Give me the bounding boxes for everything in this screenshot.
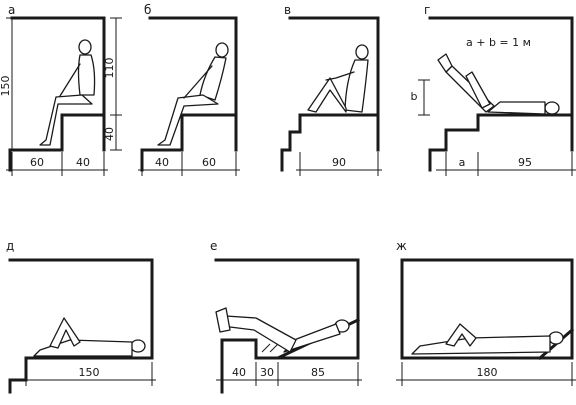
panel-v: в 90 (280, 3, 382, 176)
panel-a-dim-right: 110 40 (103, 17, 122, 151)
panel-zh-letter: ж (396, 239, 407, 253)
panel-g-dim-bottom: a 95 (436, 152, 576, 176)
svg-text:150: 150 (79, 366, 100, 379)
panel-d-lying-person (33, 317, 146, 357)
panel-v-wall (288, 16, 380, 152)
svg-text:40: 40 (103, 127, 116, 141)
panel-e-wall (214, 258, 360, 360)
panel-a: а 150 110 40 (0, 3, 122, 176)
svg-text:60: 60 (30, 156, 44, 169)
svg-text:110: 110 (103, 58, 116, 79)
panel-a-seated-person (39, 39, 96, 146)
panel-e-letter: е (210, 239, 217, 253)
panel-e-lying-inclined-person (215, 307, 350, 353)
panel-a-upper-shelf (18, 113, 106, 152)
panel-d-wall (8, 258, 154, 360)
svg-text:60: 60 (202, 156, 216, 169)
panel-e: е 40 30 85 (210, 239, 362, 394)
panel-g-letter: г (424, 3, 430, 17)
panel-g-formula: a + b = 1 м (466, 36, 531, 49)
panel-g-shelves (428, 113, 574, 172)
svg-text:40: 40 (232, 366, 246, 379)
svg-text:30: 30 (260, 366, 274, 379)
svg-text:b: b (411, 90, 418, 103)
panel-a-wall (10, 16, 106, 152)
panel-v-letter: в (284, 3, 291, 17)
panel-a-letter: а (8, 3, 15, 17)
svg-text:40: 40 (155, 156, 169, 169)
svg-text:180: 180 (477, 366, 498, 379)
panel-v-shelves (280, 113, 380, 172)
panel-g-lying-legs-raised-person (437, 53, 560, 115)
panel-e-shelves (220, 338, 280, 394)
panel-zh-shelf (400, 258, 574, 360)
panel-b-wall (148, 16, 238, 152)
svg-text:95: 95 (518, 156, 532, 169)
panel-v-dim-bottom: 90 (296, 152, 382, 176)
panel-b-reclining-person (157, 42, 229, 146)
panel-v-sitting-knees-up-person (307, 44, 369, 113)
panel-a-dim-bottom: 60 40 (6, 152, 108, 176)
panel-e-hatching (261, 343, 279, 353)
panel-g-wall (428, 16, 574, 152)
panel-zh-wall (400, 258, 574, 360)
panel-b-dim-bottom: 40 60 (138, 152, 240, 176)
panel-b-letter: б (144, 3, 151, 17)
panel-zh-lying-person (411, 323, 564, 355)
panel-d: д 150 (6, 239, 156, 394)
panel-d-letter: д (6, 239, 14, 253)
panel-b: б 40 60 (138, 3, 240, 176)
panel-g-dim-side-b: b (411, 79, 430, 116)
svg-text:a: a (459, 156, 466, 169)
panel-d-dim-bottom: 150 (20, 362, 156, 386)
svg-text:150: 150 (0, 76, 12, 97)
panel-g: г a + b = 1 м b a 95 (411, 3, 576, 176)
panel-zh: ж 180 (396, 239, 576, 386)
svg-text:90: 90 (332, 156, 346, 169)
panel-e-dim-bottom: 40 30 85 (216, 362, 362, 386)
panel-a-dim-height-150: 150 (0, 17, 18, 150)
svg-text:85: 85 (311, 366, 325, 379)
panel-zh-dim-bottom: 180 (396, 362, 576, 386)
svg-text:40: 40 (76, 156, 90, 169)
